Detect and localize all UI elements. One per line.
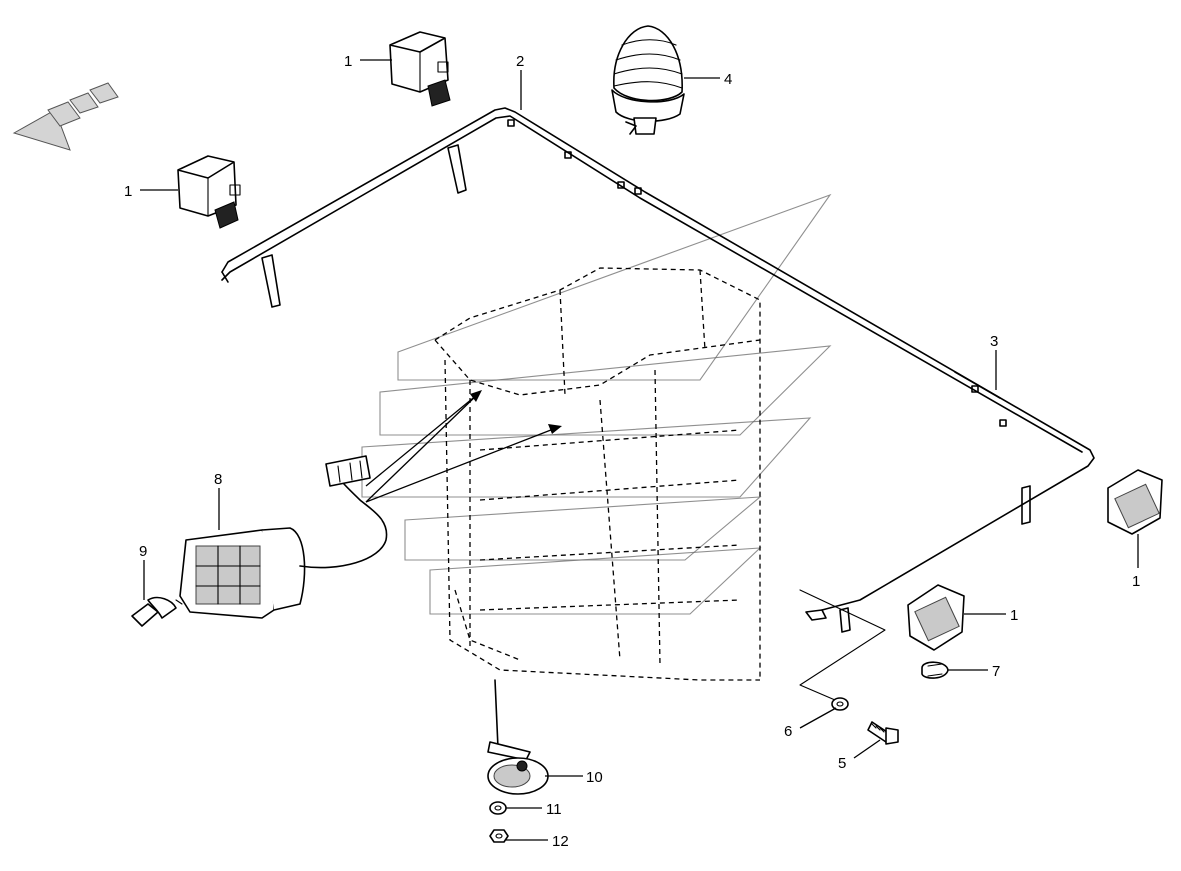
work-lamp-1b: [177, 155, 241, 229]
horn: [487, 679, 549, 795]
callout-3: 3: [990, 333, 998, 350]
direction-arrow-icon: [12, 82, 119, 151]
spring-washer: [489, 801, 507, 815]
callout-11: 11: [546, 801, 562, 818]
callout-1-right: 1: [1132, 573, 1140, 590]
callout-12: 12: [552, 833, 569, 850]
callout-10: 10: [586, 769, 603, 786]
washer: [831, 697, 849, 711]
nut: [489, 829, 509, 843]
callout-6: 6: [784, 723, 792, 740]
electrical-connector: [325, 455, 371, 487]
bolt: [867, 721, 899, 745]
callout-4: 4: [724, 71, 732, 88]
bulb: [131, 596, 183, 627]
callout-labels: 1 1 1 1 2 3 4 5 6 7 8 9 10 11 12: [124, 53, 1140, 850]
mount-line: [799, 589, 886, 701]
work-lamp-1c: [1107, 469, 1163, 535]
work-light: [179, 469, 388, 619]
callout-8: 8: [214, 471, 222, 488]
routing-arrows: [365, 390, 562, 503]
work-lamp-1a: [389, 31, 451, 107]
callout-1-top: 1: [344, 53, 352, 70]
watermark-logo: [361, 193, 832, 615]
cable-clip: [921, 661, 949, 679]
wiring-bar: [221, 107, 1095, 633]
callout-5: 5: [838, 755, 846, 772]
leader-lines: [140, 59, 1139, 841]
callout-2: 2: [516, 53, 524, 70]
callout-1-left: 1: [124, 183, 132, 200]
callout-9: 9: [139, 543, 147, 560]
callout-7: 7: [992, 663, 1000, 680]
cab-outline: [434, 267, 761, 681]
rotating-beacon: [611, 25, 685, 135]
work-lamp-1d: [907, 584, 965, 651]
callout-1-lower-right: 1: [1010, 607, 1018, 624]
